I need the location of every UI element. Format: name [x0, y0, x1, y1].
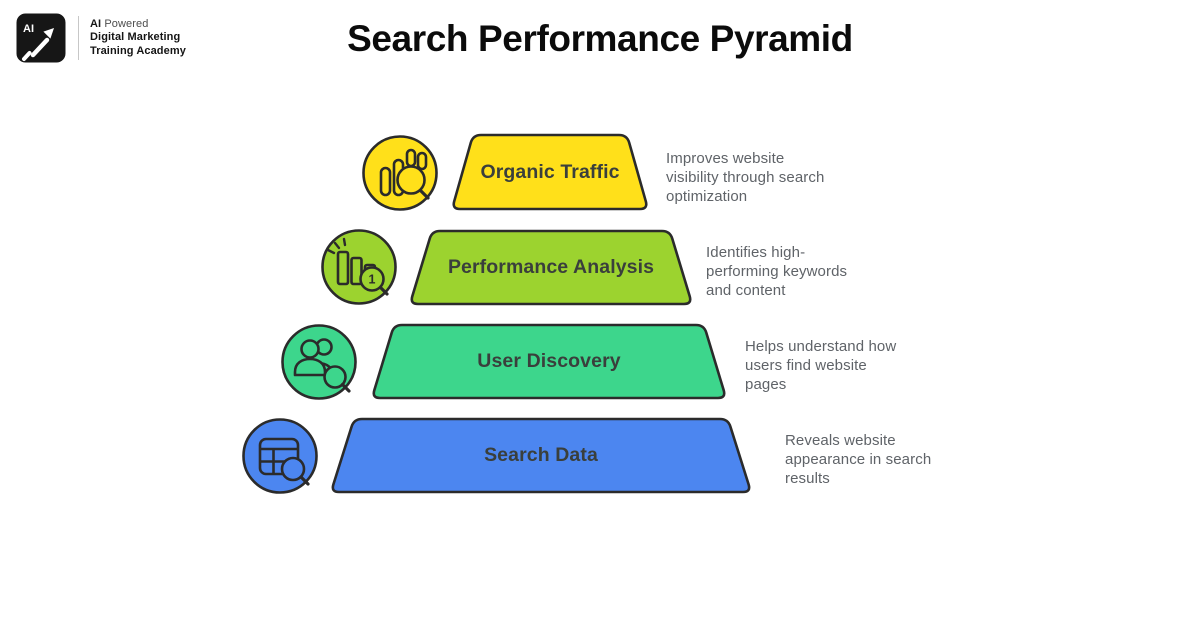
ranking-first-search-icon: 1: [321, 229, 397, 305]
level-label: Performance Analysis: [447, 256, 655, 278]
logo-line-2: Digital Marketing: [90, 31, 181, 44]
logo-line-1: AI Powered: [90, 17, 149, 30]
table-search-icon: [242, 418, 318, 494]
pyramid-level-organic-traffic: Organic Traffic: [449, 132, 651, 212]
logo-badge-text: AI: [23, 23, 34, 35]
magnifier-digit: 1: [369, 273, 376, 287]
logo-line-3: Training Academy: [90, 44, 186, 57]
logo-wordmark: AI Powered Digital Marketing Training Ac…: [90, 18, 186, 59]
brand-logo-icon: AI: [16, 13, 66, 63]
pyramid-level-search-data: Search Data: [328, 416, 754, 495]
page-title: Search Performance Pyramid: [347, 18, 853, 59]
pyramid-level-performance-analysis: Performance Analysis: [407, 228, 695, 307]
logo-divider: [78, 16, 79, 60]
level-description: Helps understand how users find website …: [745, 338, 897, 393]
level-label: User Discovery: [477, 350, 621, 372]
analytics-search-icon: [362, 135, 438, 211]
level-label: Search Data: [484, 444, 598, 466]
level-description: Improves website visibility through sear…: [666, 150, 825, 205]
pyramid-level-user-discovery: User Discovery: [369, 322, 729, 401]
users-search-icon: [281, 324, 357, 400]
brand-logo: AI AI Powered Digital Marketing Training…: [16, 13, 186, 63]
level-description: Reveals website appearance in search res…: [785, 432, 932, 487]
level-label: Organic Traffic: [480, 160, 620, 183]
level-description: Identifies high- performing keywords and…: [706, 244, 848, 299]
